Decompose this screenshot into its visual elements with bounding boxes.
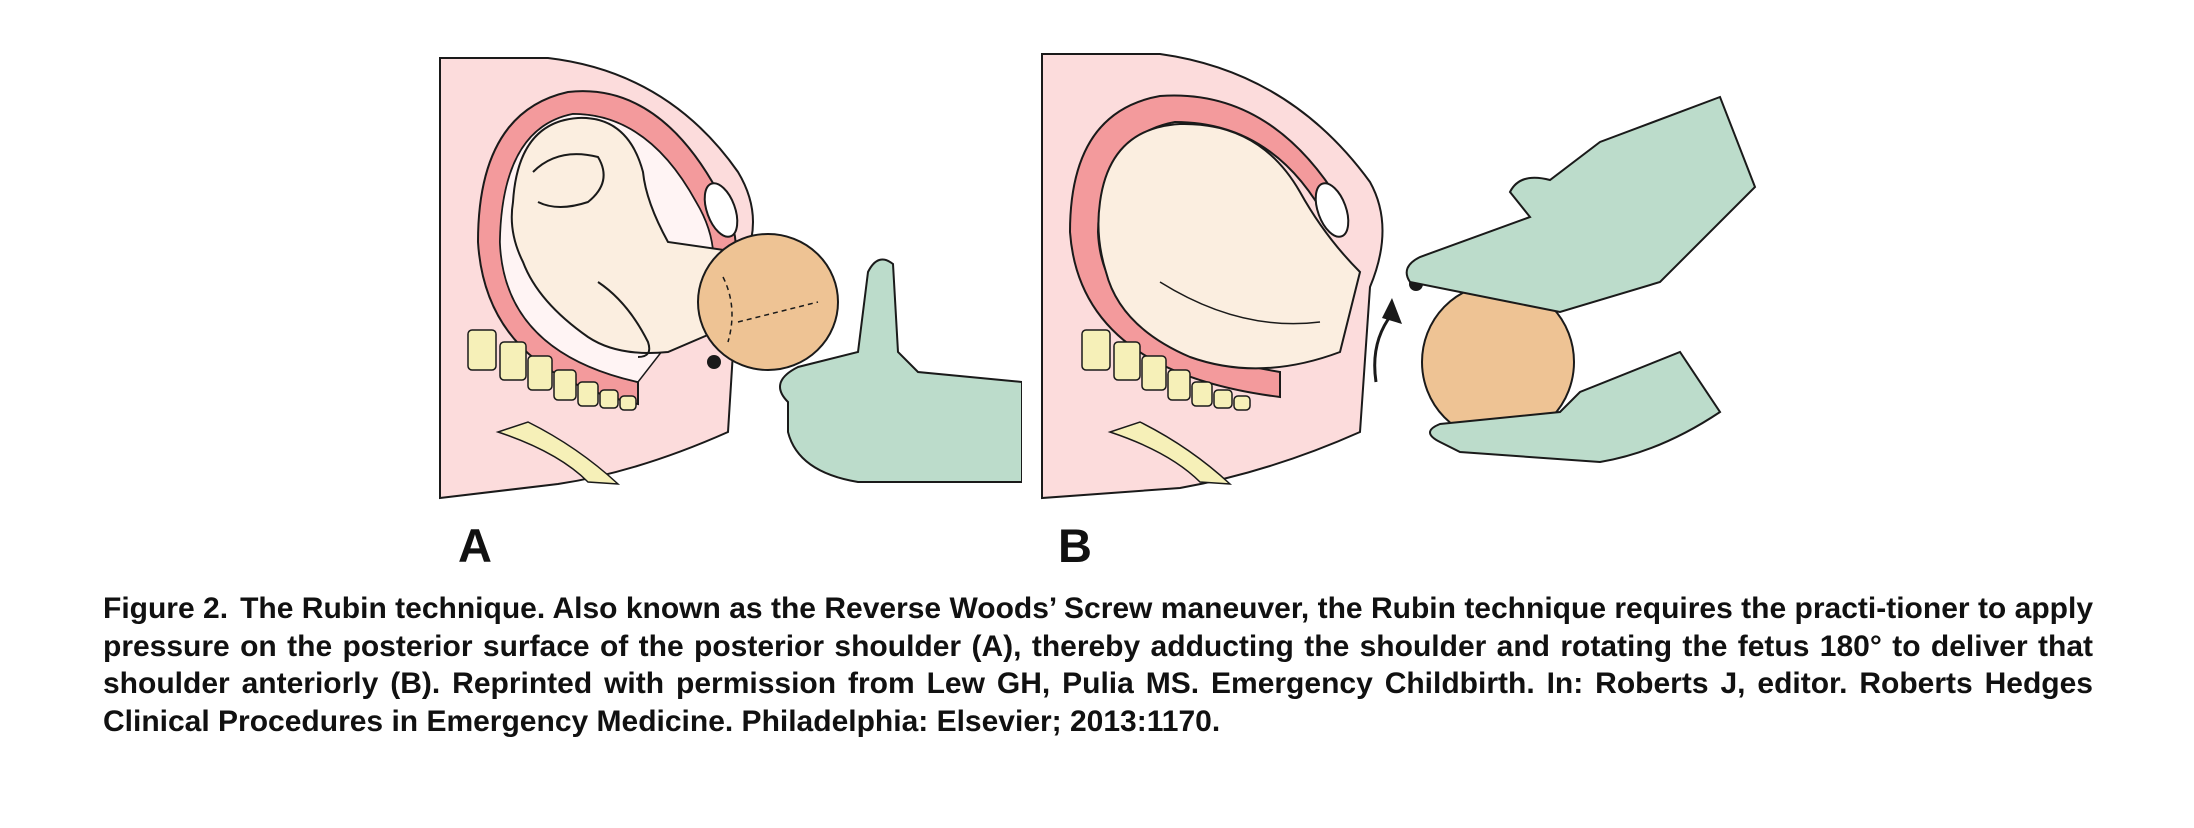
- pressure-point-a: [707, 355, 721, 369]
- figure-number: Figure 2.: [103, 592, 229, 625]
- rotation-arrow-icon: [1373, 313, 1394, 383]
- illustration-panel-a: [438, 52, 1022, 508]
- figure-caption: Figure 2.The Rubin technique. Also known…: [103, 590, 2093, 740]
- illustration-a-svg: [439, 57, 1022, 500]
- caption-text: The Rubin technique. Also known as the R…: [103, 592, 2093, 738]
- panel-label-b: B: [1058, 519, 1092, 572]
- fetus-head: [697, 233, 839, 371]
- pelvic-bone: [1107, 421, 1233, 485]
- sacral-vertebrae: [1081, 329, 1251, 411]
- gloved-hand-upper: [1405, 95, 1757, 314]
- sacral-vertebrae: [467, 329, 637, 411]
- fetus-legs: [532, 153, 605, 208]
- pelvic-bone: [495, 421, 621, 485]
- gloved-hand-a: [779, 258, 1022, 483]
- pubic-bone: [1314, 182, 1350, 238]
- panel-label-a: A: [458, 519, 492, 572]
- illustration-panel-b: [1040, 52, 1760, 508]
- fetus-body: [1097, 122, 1362, 370]
- fetus-arm: [597, 281, 651, 358]
- illustration-b-svg: [1041, 53, 1757, 500]
- fetus-body-line: [1159, 281, 1321, 325]
- fetus-face: [722, 276, 819, 343]
- gloved-hand-lower: [1429, 350, 1722, 464]
- rotation-arrowhead: [1382, 298, 1402, 324]
- pubic-bone: [703, 182, 739, 238]
